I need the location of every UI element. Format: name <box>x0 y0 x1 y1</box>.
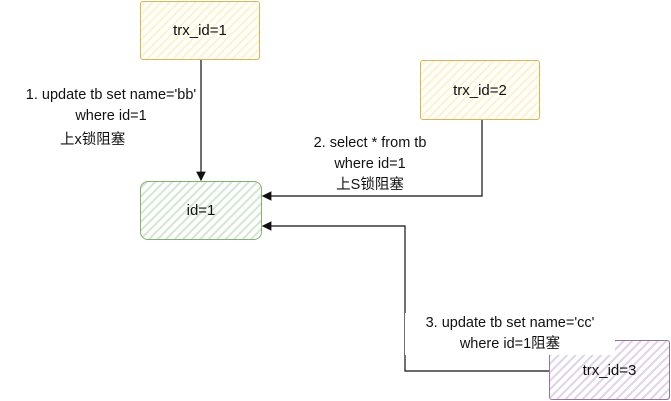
node-row[interactable]: id=1 <box>140 181 262 240</box>
step3-line2: where id=1阻塞 <box>459 336 561 352</box>
node-row-label: id=1 <box>186 202 216 219</box>
node-trx2-label: trx_id=2 <box>453 81 507 99</box>
edge-trx3-to-row <box>261 221 549 372</box>
edge-trx2-to-row <box>261 120 483 201</box>
edge-label-step2: 2. select * from tb where id=1 上S锁阻塞 <box>290 133 450 196</box>
node-trx1[interactable]: trx_id=1 <box>140 1 260 60</box>
step2-line1: 2. select * from tb <box>313 135 427 151</box>
step2-line3: 上S锁阻塞 <box>336 177 404 193</box>
step2-line2: where id=1 <box>334 156 406 172</box>
node-trx1-label: trx_id=1 <box>173 22 227 39</box>
step1-line1: 1. update tb set name='bb' <box>25 87 197 103</box>
step1-line3: 上x锁阻塞 <box>60 132 126 148</box>
step3-line1: 3. update tb set name='cc' <box>425 315 595 331</box>
edge-label-step1: 1. update tb set name='bb' where id=1 上x… <box>6 85 216 151</box>
node-trx3-label: trx_id=3 <box>582 361 637 379</box>
step1-line2: where id=1 <box>75 108 147 124</box>
edge-label-step3: 3. update tb set name='cc' where id=1阻塞 <box>405 313 615 355</box>
node-trx2[interactable]: trx_id=2 <box>420 60 540 120</box>
